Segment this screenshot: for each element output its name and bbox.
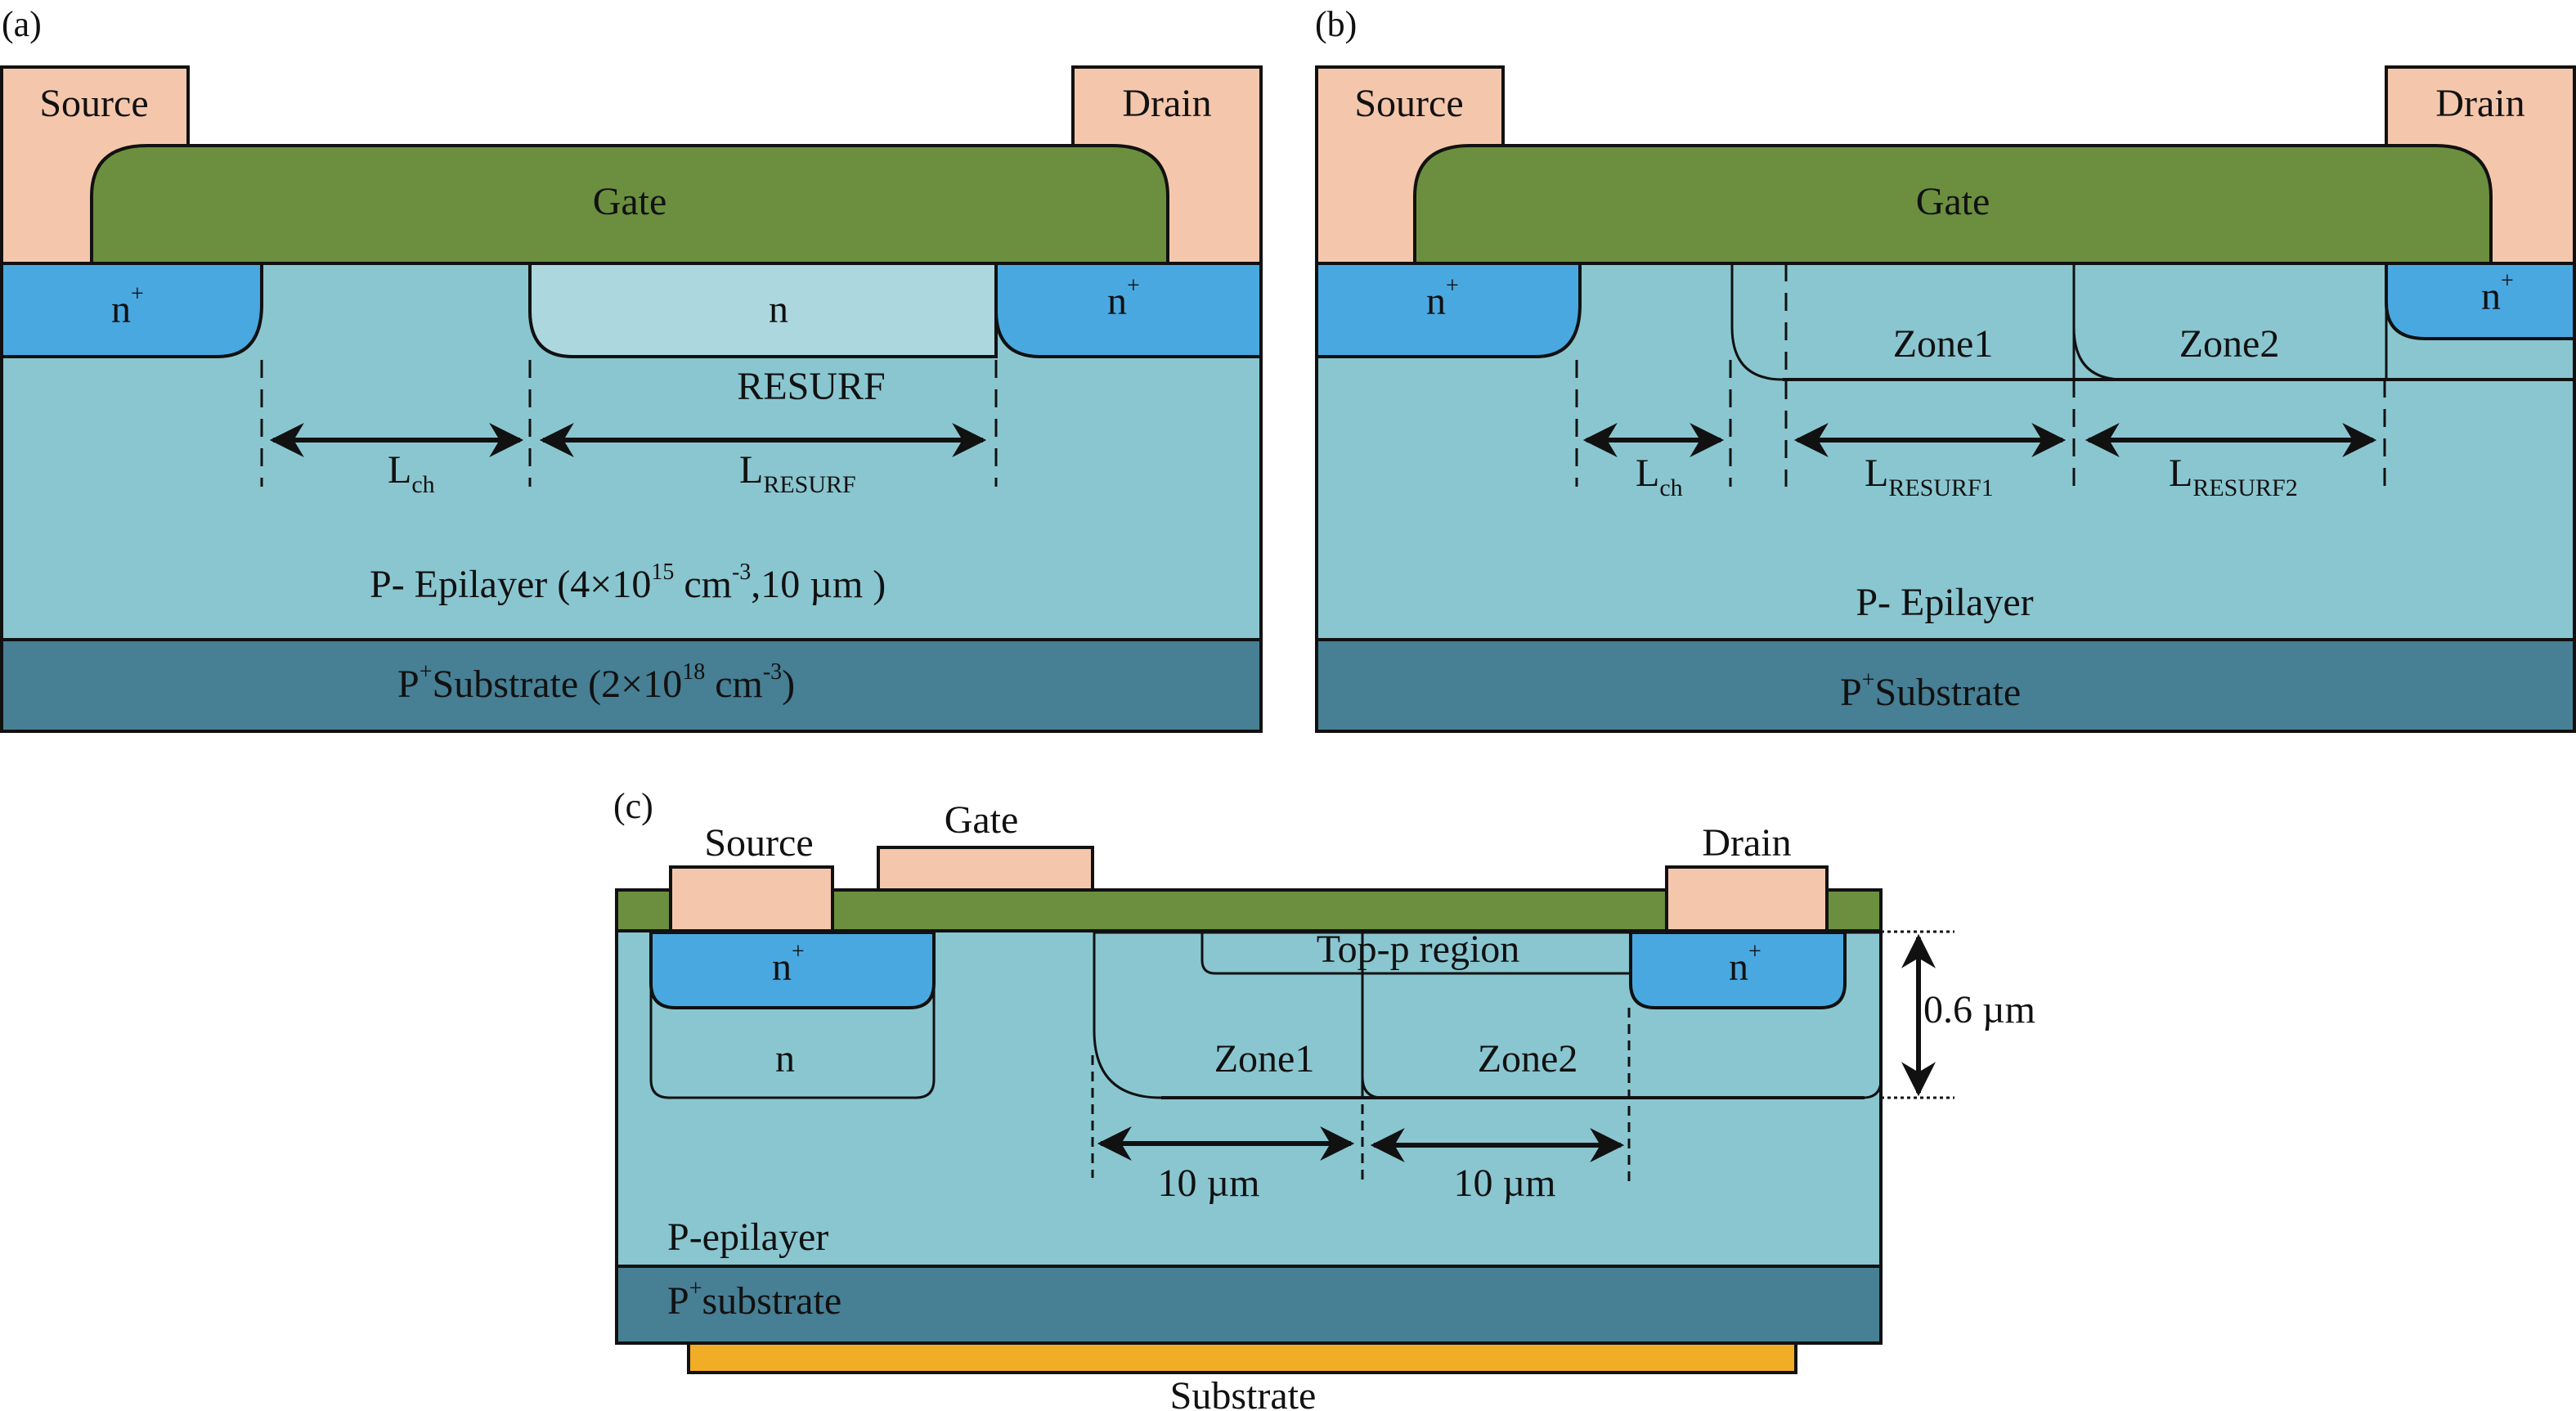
substrate-label: P+Substrate (2×1018 cm-3) — [397, 659, 795, 706]
resurf-label: RESURF — [737, 365, 885, 408]
n-plus-drain-region — [2385, 262, 2576, 340]
panel-b-label: (b) — [1315, 4, 1357, 44]
n-plus-right-label: n+ — [1729, 939, 1761, 989]
zone1-region — [1093, 931, 1364, 1099]
p-plus-substrate-region — [0, 638, 1263, 733]
panel-c-label: (c) — [613, 786, 653, 826]
drain-label: Drain — [2435, 82, 2524, 125]
substrate-label: P+substrate — [667, 1276, 841, 1323]
source-label: Source — [1354, 82, 1463, 125]
n-plus-drain-region — [1629, 931, 1847, 1009]
n-plus-source-region — [0, 262, 263, 358]
n-plus-source-region — [649, 931, 936, 1009]
panel-a: (a) Source Drain Gate n+ n+ n RESURF Lch — [0, 4, 1263, 733]
source-contact — [669, 865, 834, 932]
n-region-label: n — [769, 288, 788, 331]
panel-a-label: (a) — [2, 4, 42, 44]
zone1-label: Zone1 — [1214, 1037, 1315, 1081]
substrate-label: P+Substrate — [1840, 667, 2021, 714]
n-resurf-region — [528, 262, 998, 358]
back-substrate-label: Substrate — [1170, 1374, 1317, 1411]
lresurf1-label: LRESURF1 — [1865, 452, 1994, 501]
zone1-label: Zone1 — [1893, 322, 1994, 366]
zone2-label: Zone2 — [1478, 1037, 1578, 1081]
n-plus-left-label: n+ — [111, 281, 144, 331]
source-label: Source — [704, 821, 813, 865]
zone2-label: Zone2 — [2179, 322, 2280, 366]
n-well-region — [649, 931, 936, 1099]
gate-label: Gate — [945, 798, 1019, 842]
drain-label: Drain — [1122, 82, 1211, 125]
panel-c: (c) Source — [613, 786, 2035, 1411]
p-plus-substrate-region — [615, 1265, 1883, 1345]
n-plus-right-label: n+ — [2481, 268, 2514, 318]
gate-label: Gate — [593, 180, 667, 223]
top-p-region-label: Top-p region — [1317, 928, 1520, 971]
gate-label: Gate — [1916, 180, 1990, 223]
gate-electrode — [1413, 144, 2493, 265]
back-substrate-contact — [687, 1341, 1797, 1374]
n-plus-left-label: n+ — [772, 939, 805, 989]
lch-label: Lch — [388, 448, 435, 498]
panel-b: (b) Source Drain Gate n+ n+ Zone1 Zone2 — [1315, 4, 2576, 733]
depth-label: 0.6 µm — [1923, 988, 2035, 1031]
drain-label: Drain — [1702, 821, 1791, 865]
zone1-length-label: 10 µm — [1158, 1162, 1260, 1205]
n-plus-right-label: n+ — [1107, 273, 1140, 323]
epilayer-label: P- Epilayer — [1856, 581, 2033, 624]
source-label: Source — [39, 82, 148, 125]
n-region-label: n — [775, 1037, 795, 1081]
n-plus-drain-region — [994, 262, 1263, 358]
zone2-length-label: 10 µm — [1454, 1162, 1556, 1205]
n-plus-left-label: n+ — [1426, 273, 1459, 323]
gate-contact — [877, 846, 1094, 892]
epilayer-label: P- Epilayer (4×1015 cm-3,10 µm ) — [370, 559, 886, 606]
top-p-region — [1200, 931, 1632, 975]
lresurf2-label: LRESURF2 — [2169, 452, 2298, 501]
lresurf-label: LRESURF — [739, 448, 856, 498]
lch-label: Lch — [1636, 452, 1683, 501]
epilayer-label: P-epilayer — [667, 1216, 828, 1259]
p-plus-substrate-region — [1315, 638, 2576, 733]
drain-contact — [1665, 865, 1829, 932]
gate-electrode — [90, 144, 1169, 265]
n-plus-source-region — [1315, 262, 1582, 358]
